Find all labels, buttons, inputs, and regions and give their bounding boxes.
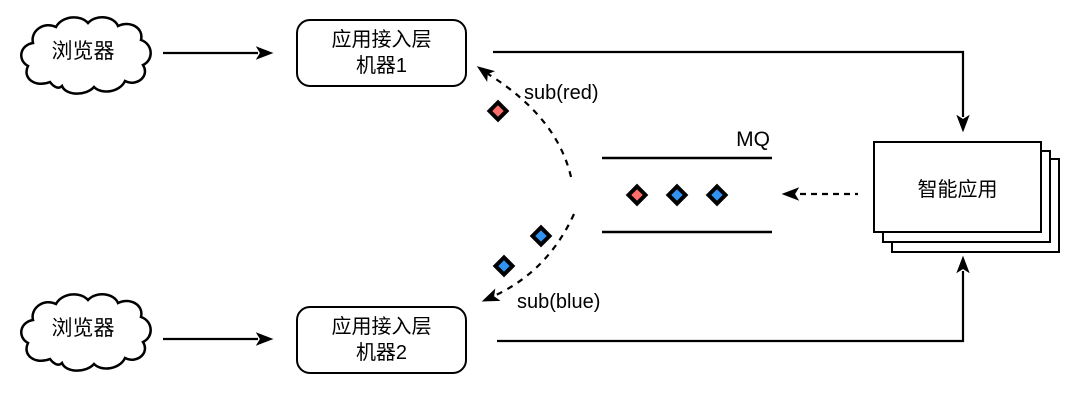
mq-queue-rails [602, 156, 772, 234]
message-diamond-blue [705, 183, 729, 207]
arrowhead-down-icon [956, 115, 970, 132]
edge-browser2-to-machine2 [163, 332, 273, 346]
access-layer-machine2-box: 应用接入层 机器2 [296, 306, 467, 374]
edge-machine1-to-smartapp [493, 50, 970, 132]
access-layer-machine1-box: 应用接入层 机器1 [296, 19, 467, 87]
arrowhead-right-icon [256, 46, 273, 60]
sub-blue-label: sub(blue) [517, 291, 601, 313]
edge-machine2-to-smartapp [497, 256, 970, 343]
smart-app-box: 智能应用 [873, 141, 1042, 233]
message-diamonds [486, 99, 729, 278]
access-layer-machine1-line1: 应用接入层 [331, 29, 432, 51]
arrowhead-right-icon [256, 332, 273, 346]
access-layer-machine1-line2: 机器1 [355, 55, 408, 77]
arrowhead-upleft-icon [474, 61, 494, 81]
message-diamond-red [625, 183, 649, 207]
message-diamond-blue [492, 254, 516, 278]
message-diamond-blue [529, 224, 553, 248]
edge-browser1-to-machine1 [163, 46, 273, 60]
browser-cloud-bottom-label: 浏览器 [51, 317, 115, 340]
sub-red-label: sub(red) [524, 82, 599, 104]
arrowhead-left-icon [782, 187, 799, 201]
access-layer-machine2-line2: 机器2 [355, 342, 408, 364]
arrowhead-downleft-icon [480, 289, 500, 307]
arrowhead-up-icon [956, 256, 970, 273]
mq-label: MQ [736, 128, 770, 151]
message-diamond-red [486, 99, 510, 123]
access-layer-machine2-line1: 应用接入层 [331, 316, 432, 338]
browser-cloud-top-label: 浏览器 [51, 40, 115, 63]
edge-sub-red [474, 61, 573, 178]
smart-app-label: 智能应用 [917, 178, 998, 201]
edge-sub-blue [480, 213, 576, 307]
edge-smartapp-to-mq [782, 187, 858, 201]
message-diamond-blue [665, 183, 689, 207]
